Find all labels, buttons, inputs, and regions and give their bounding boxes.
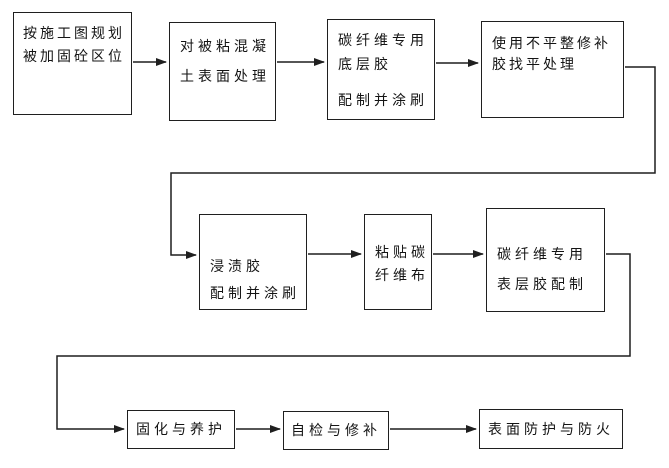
node-text-line: 胶找平处理 xyxy=(492,56,577,72)
flow-box-self-check-repair: 自检与修补 xyxy=(283,411,389,450)
flow-box-paste-carbon-fiber-cloth: 粘贴碳 纤维布 xyxy=(364,214,432,310)
node-text-line: 按施工图规划 xyxy=(23,25,125,41)
flow-box-leveling-repair-adhesive: 使用不平整修补 胶找平处理 xyxy=(481,21,624,118)
node-text-line: 浸渍胶 xyxy=(210,258,264,274)
flow-box-primer-adhesive: 碳纤维专用 底层胶 配制并涂刷 xyxy=(327,19,435,120)
node-text-line: 配制并涂刷 xyxy=(210,285,300,301)
flow-box-surface-fire-protection: 表面防护与防火 xyxy=(479,409,623,449)
node-text-line: 碳纤维专用 xyxy=(497,246,587,262)
node-text-line: 自检与修补 xyxy=(291,422,381,438)
node-text-line: 纤维布 xyxy=(375,267,429,283)
node-text-line: 土表面处理 xyxy=(180,68,270,84)
node-text-line: 配制并涂刷 xyxy=(338,92,428,108)
node-text-line: 使用不平整修补 xyxy=(492,35,611,51)
node-text-line: 固化与养护 xyxy=(136,421,226,437)
node-text-line: 表层胶配制 xyxy=(497,276,587,292)
arrow-step7-step8-elbow xyxy=(56,253,631,433)
flow-box-curing-maintenance: 固化与养护 xyxy=(127,410,235,449)
flow-box-top-coat-adhesive: 碳纤维专用 表层胶配制 xyxy=(486,208,605,312)
flow-box-plan-reinforced-area: 按施工图规划 被加固砼区位 xyxy=(13,12,132,115)
flow-box-concrete-surface-treatment: 对被粘混凝 土表面处理 xyxy=(169,22,276,121)
node-text-line: 被加固砼区位 xyxy=(23,48,125,64)
flow-box-impregnating-adhesive: 浸渍胶 配制并涂刷 xyxy=(199,214,307,310)
node-text-line: 底层胶 xyxy=(338,56,392,72)
node-text-line: 表面防护与防火 xyxy=(488,420,614,437)
node-text-line: 对被粘混凝 xyxy=(180,38,270,54)
node-text-line: 碳纤维专用 xyxy=(338,32,428,48)
arrow-step4-step5-elbow xyxy=(170,66,656,259)
node-text-line: 粘贴碳 xyxy=(375,244,429,260)
